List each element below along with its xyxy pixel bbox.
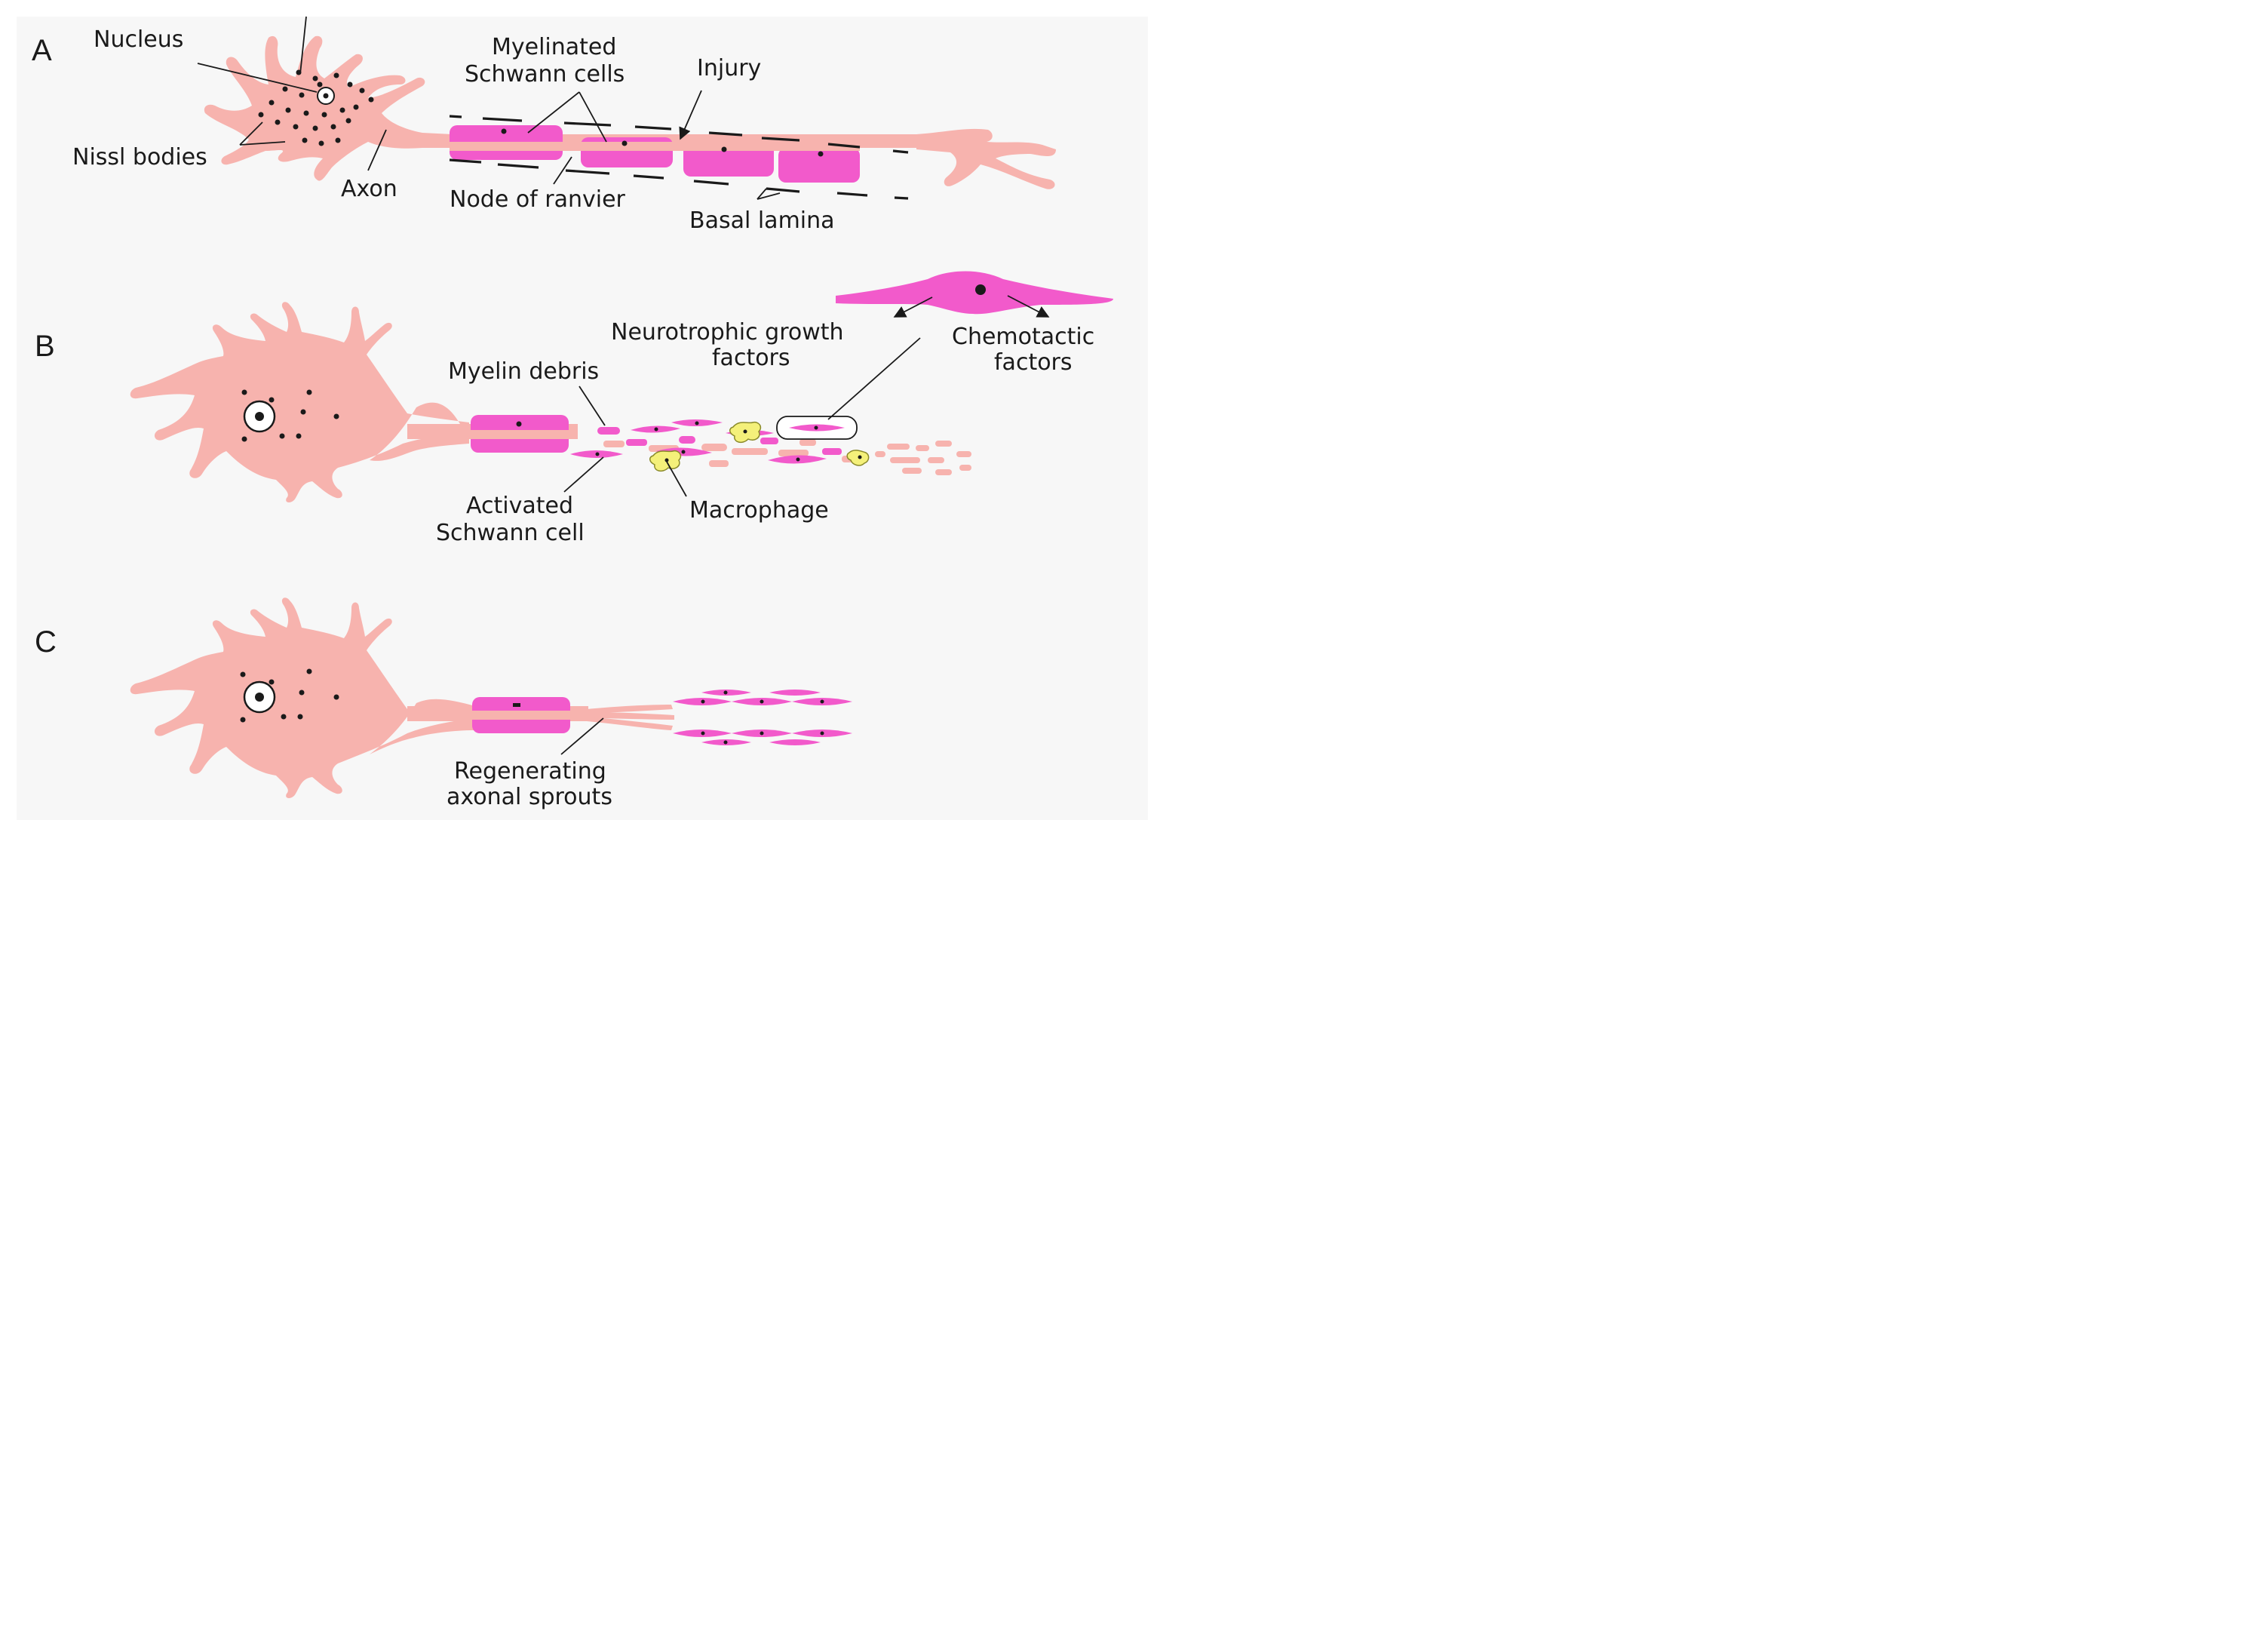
panel-b-macrophages bbox=[649, 421, 870, 472]
panel-a-schwann-cell-3 bbox=[683, 143, 774, 177]
panel-a: A bbox=[32, 16, 1056, 234]
label-node-of-ranvier: Node of ranvier bbox=[450, 186, 626, 213]
label-chemotactic-line-1: Chemotactic bbox=[952, 324, 1094, 350]
label-basal-lamina: Basal lamina bbox=[689, 207, 835, 234]
panel-b-axon-through-myelin bbox=[471, 430, 578, 439]
panel-c-schwann-bands bbox=[673, 690, 852, 745]
label-chemotactic-line-2: factors bbox=[994, 349, 1073, 376]
panel-b-letter: B bbox=[35, 330, 55, 363]
label-activated-line-1: Activated bbox=[466, 493, 573, 519]
panel-c: C bbox=[35, 597, 852, 810]
panel-a-basal-lamina bbox=[449, 115, 909, 200]
label-nucleus: Nucleus bbox=[94, 26, 183, 53]
panel-a-letter: A bbox=[32, 34, 52, 67]
panel-b-nucleolus bbox=[255, 412, 264, 421]
panel-c-leader-line bbox=[560, 717, 604, 755]
panel-c-nissl-bodies bbox=[240, 668, 339, 723]
panel-a-leader-lines bbox=[197, 16, 781, 200]
label-macrophage: Macrophage bbox=[689, 497, 829, 524]
panel-c-axon-through-myelin bbox=[472, 711, 588, 720]
label-neurotrophic-line-2: factors bbox=[712, 345, 790, 371]
label-myelinated-line-2: Schwann cells bbox=[465, 61, 625, 88]
panel-b-soma bbox=[130, 302, 470, 502]
label-activated-line-2: Schwann cell bbox=[436, 520, 585, 546]
panel-b-schwann-cell-large bbox=[836, 271, 1113, 315]
panel-c-nucleolus bbox=[255, 693, 264, 702]
panel-b-leader-lines bbox=[563, 295, 1050, 497]
label-injury: Injury bbox=[697, 55, 761, 81]
label-axon: Axon bbox=[341, 176, 397, 202]
label-myelinated-line-1: Myelinated bbox=[492, 34, 616, 60]
label-regenerating-line-2: axonal sprouts bbox=[447, 784, 612, 810]
panel-a-schwann-cell-4 bbox=[778, 148, 860, 183]
label-nissl-bodies: Nissl bodies bbox=[72, 144, 207, 170]
diagram-stage: A bbox=[0, 0, 1165, 837]
label-neurotrophic-line-1: Neurotrophic growth bbox=[611, 319, 844, 346]
label-myelin-debris: Myelin debris bbox=[448, 358, 599, 385]
panel-a-axon-terminal bbox=[916, 128, 1056, 189]
label-regenerating-line-1: Regenerating bbox=[454, 758, 606, 785]
panel-a-axon-through-myelin bbox=[450, 142, 860, 151]
panel-b: B bbox=[35, 271, 1113, 546]
panel-c-letter: C bbox=[35, 625, 57, 659]
panel-c-soma bbox=[130, 597, 476, 798]
panel-a-nucleolus bbox=[323, 93, 329, 99]
panel-c-axonal-sprouts bbox=[587, 705, 674, 730]
panel-b-nissl-bodies bbox=[241, 389, 339, 442]
panel-a-soma bbox=[204, 35, 453, 181]
nerve-regeneration-diagram: A bbox=[17, 16, 1148, 820]
